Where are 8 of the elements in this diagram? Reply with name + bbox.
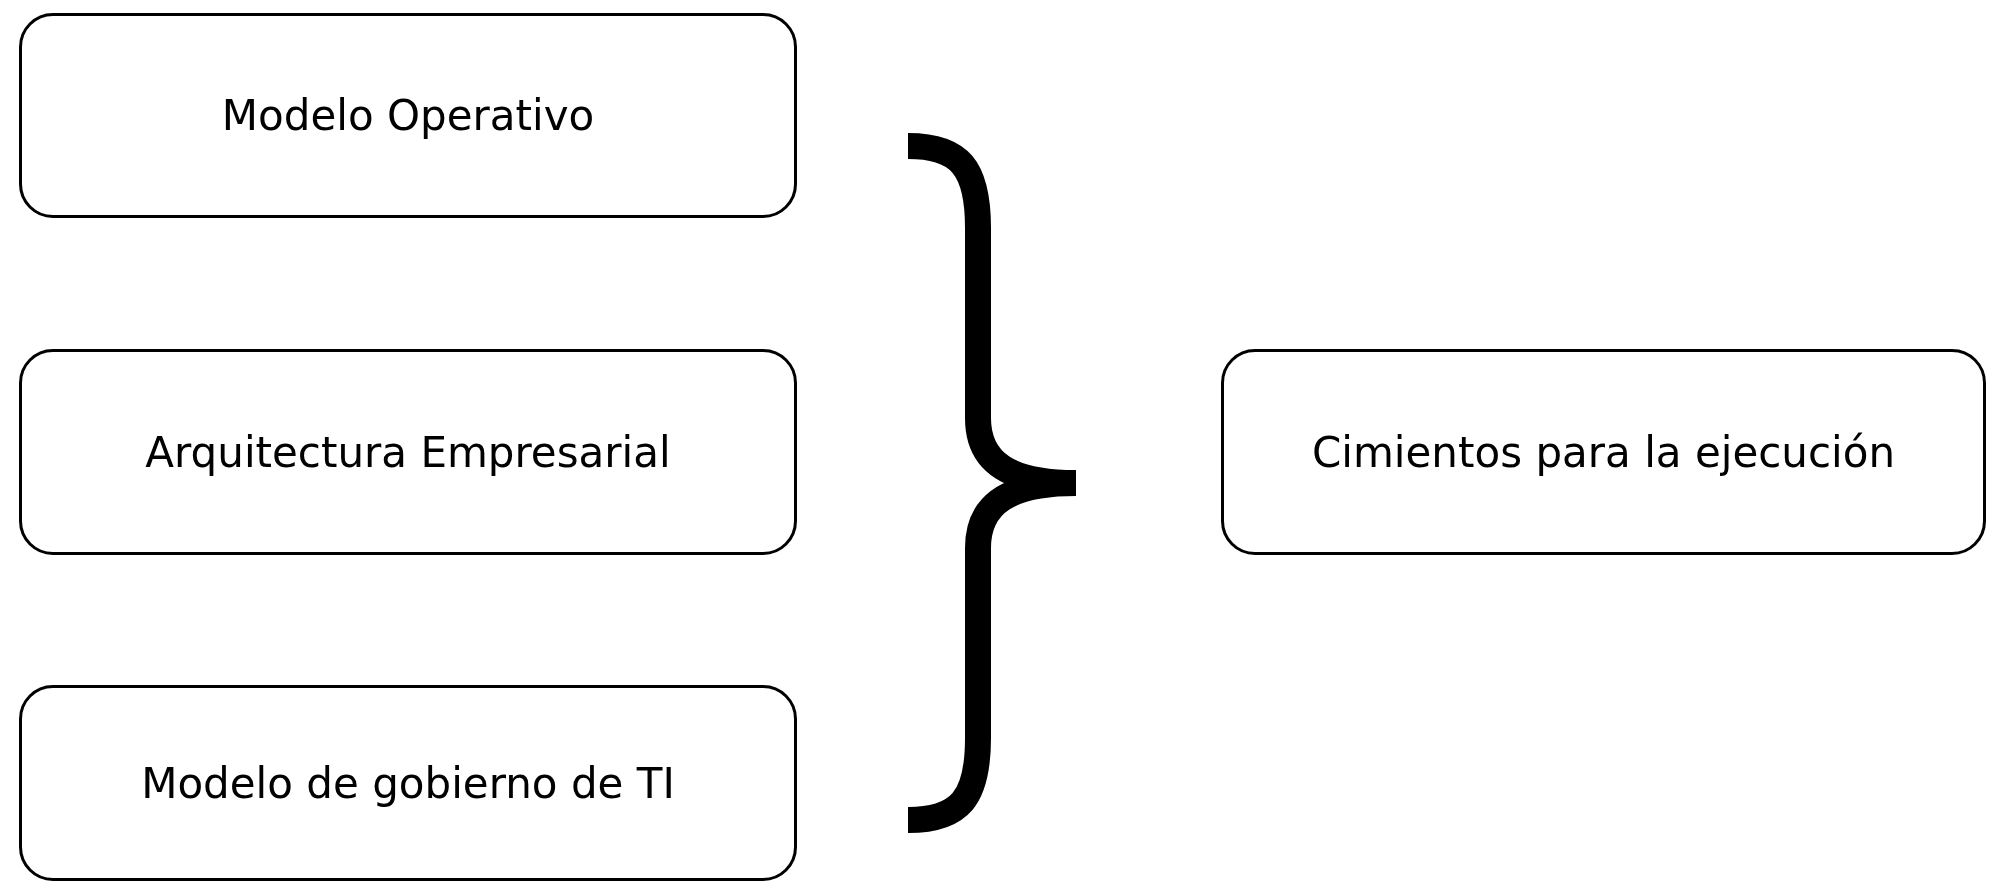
- rounded-box: [19, 349, 797, 555]
- rounded-box: [1221, 349, 1986, 555]
- rounded-box: [19, 685, 797, 881]
- box-label: Modelo Operativo: [221, 91, 595, 140]
- box-label: Arquitectura Empresarial: [145, 427, 671, 477]
- rounded-box: [19, 13, 797, 218]
- box-label: Modelo de gobierno de TI: [141, 758, 675, 808]
- box-label: Cimientos para la ejecución: [1311, 427, 1896, 477]
